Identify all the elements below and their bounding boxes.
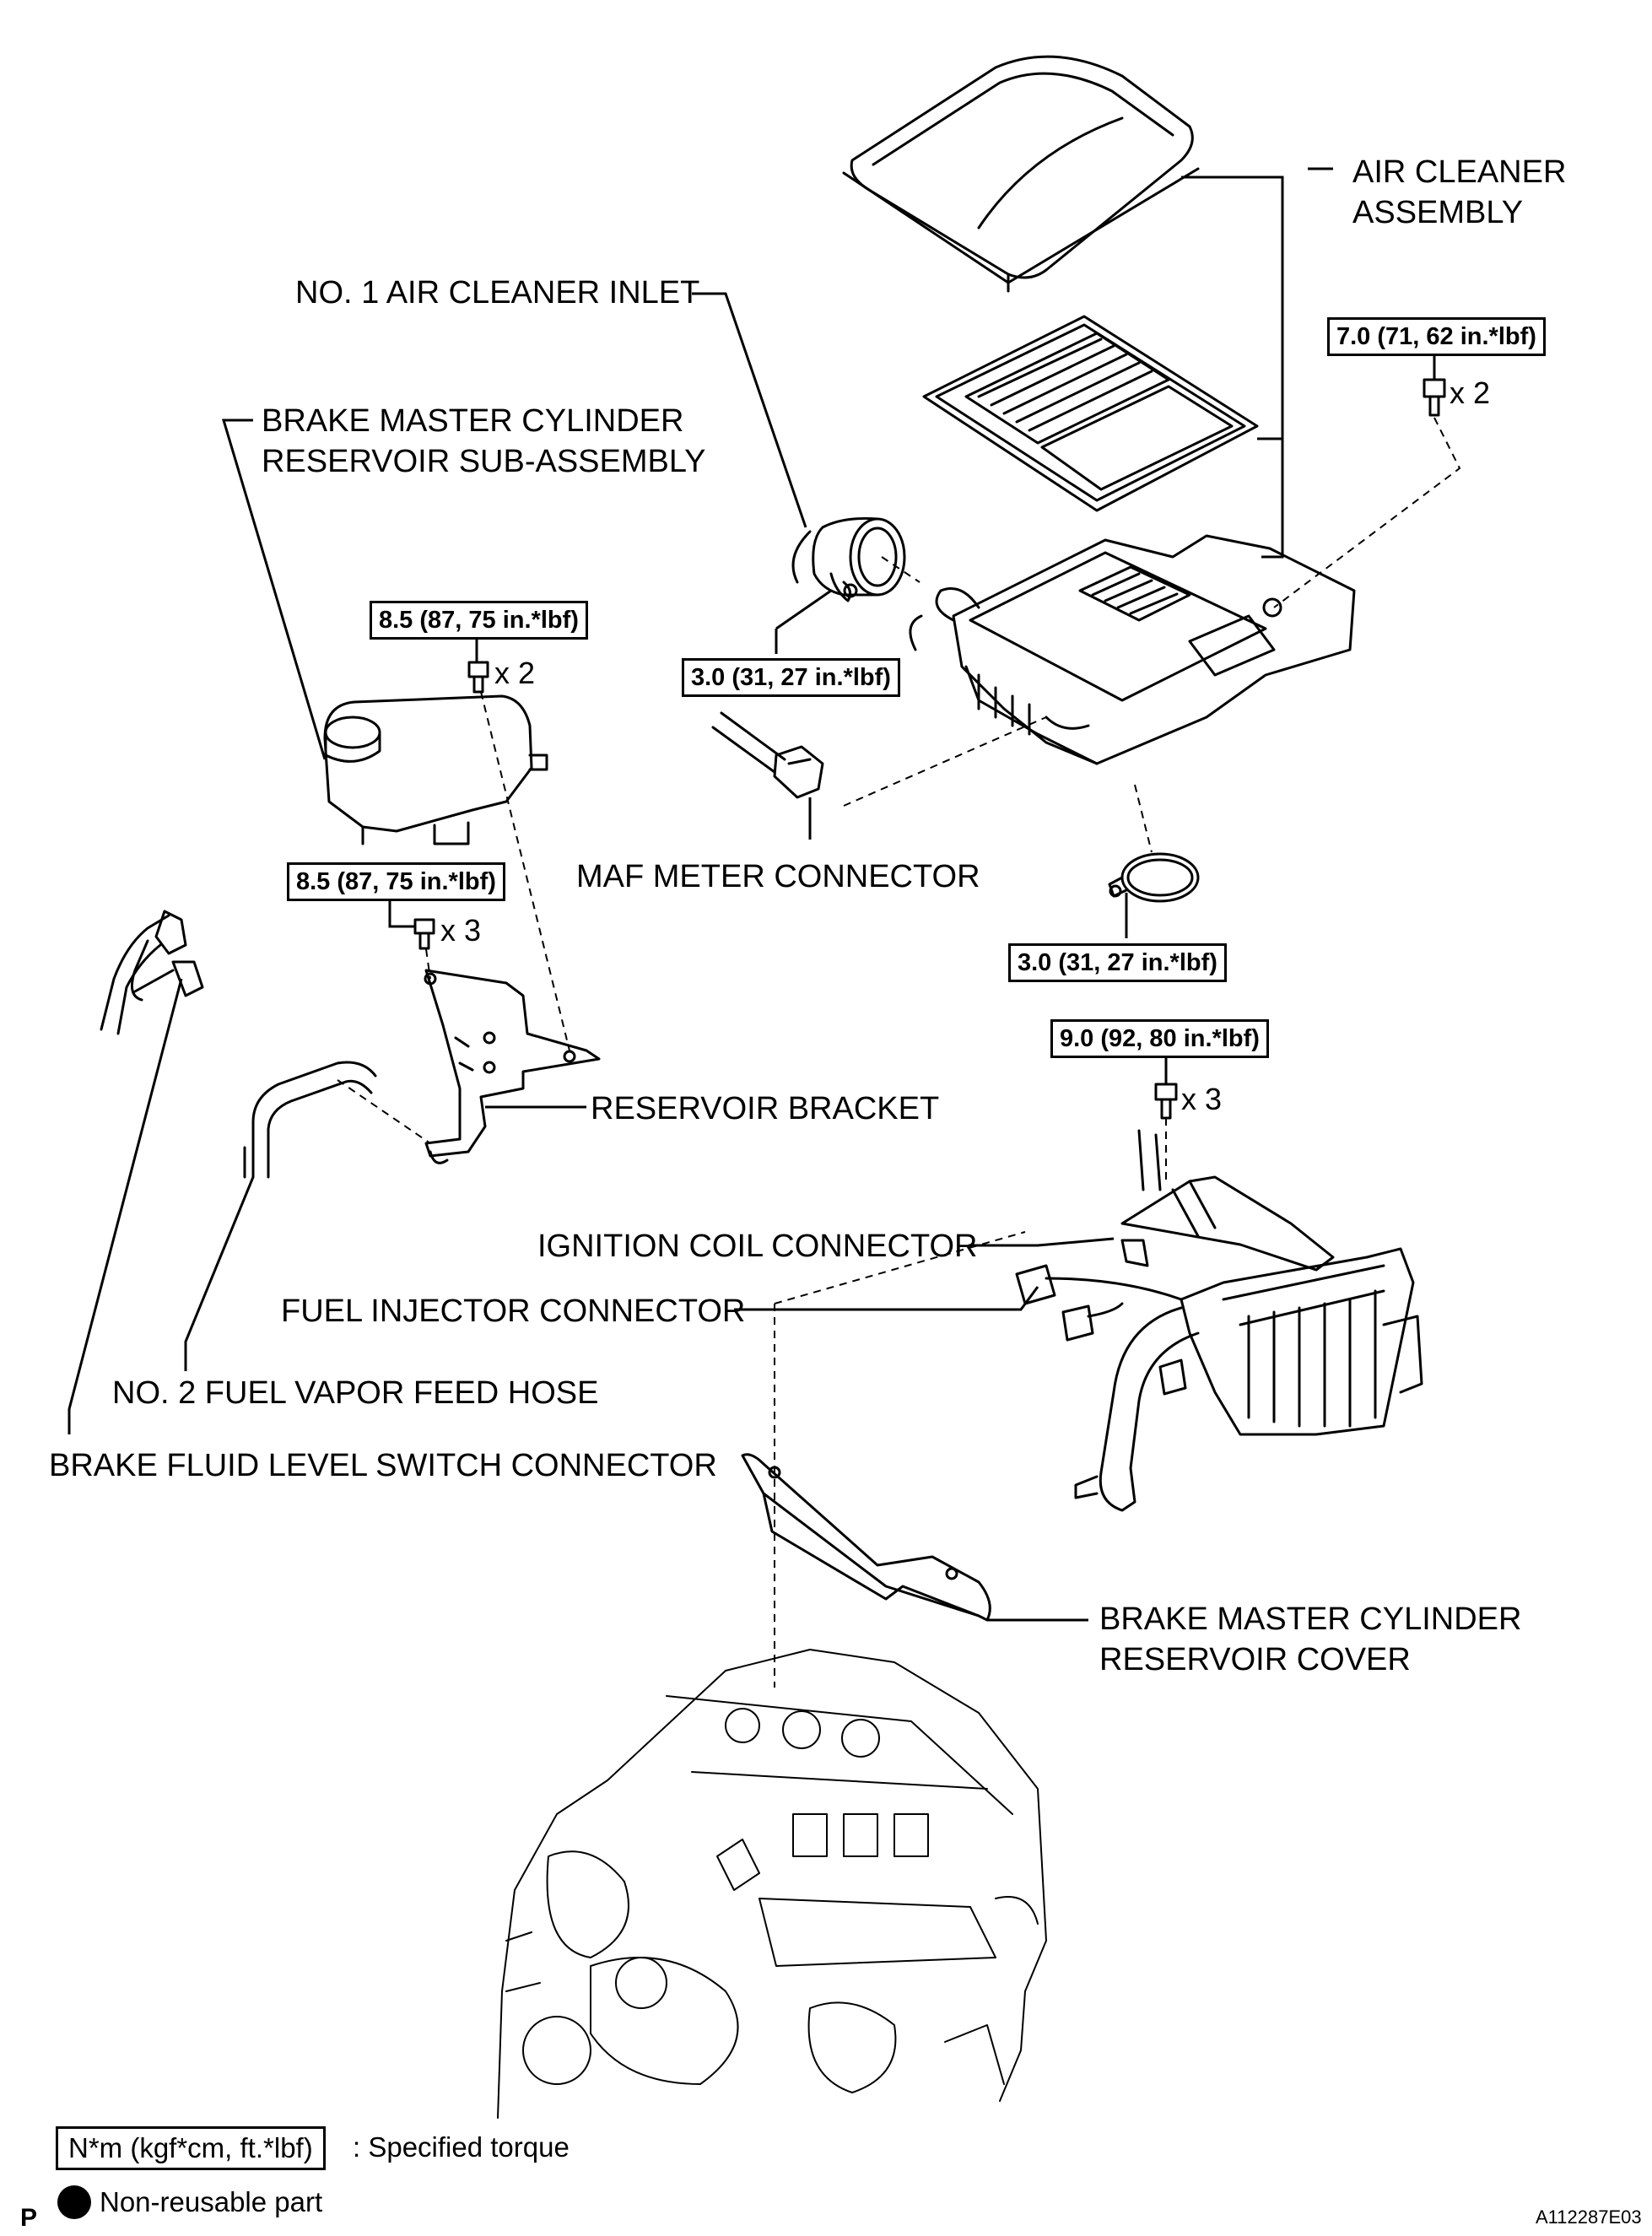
torque-air-cleaner-bolts: 7.0 (71, 62 in.*lbf) [1327,317,1546,356]
qty-wire-harness-bolts: x 3 [1181,1082,1223,1116]
air-cleaner-inlet-hose [791,516,906,602]
legend-non-reusable-text: Non-reusable part [100,2186,323,2217]
air-cleaner-cap [842,55,1200,293]
legend-torque-text: : Specified torque [353,2131,570,2163]
legend-torque-box: N*m (kgf*cm, ft.*lbf) [56,2126,326,2170]
label-maf-meter-connector: MAF METER CONNECTOR [576,859,980,894]
label-no2-fuel-vapor-feed-hose: NO. 2 FUEL VAPOR FEED HOSE [112,1375,599,1411]
label-brake-fluid-level-switch-connector: BRAKE FLUID LEVEL SWITCH CONNECTOR [49,1448,717,1483]
label-no1-air-cleaner-inlet: NO. 1 AIR CLEANER INLET [295,275,700,311]
figure-id: A112287E03 [1536,2206,1642,2228]
maf-connector-harness [711,711,824,799]
page-mark: P [20,2204,38,2232]
torque-wire-harness-bolts: 9.0 (92, 80 in.*lbf) [1050,1019,1269,1058]
air-filter-element [922,315,1259,512]
label-ignition-coil-connector: IGNITION COIL CONNECTOR [537,1229,978,1264]
qty-air-cleaner-bolts: x 2 [1450,375,1491,410]
label-fuel-injector-connector: FUEL INJECTOR CONNECTOR [281,1294,746,1329]
qty-bracket-bolts: x 3 [440,913,482,948]
label-brake-master-cylinder-reservoir-sub-assembly: BRAKE MASTER CYLINDER RESERVOIR SUB-ASSE… [262,403,706,479]
engine [497,1649,1047,2119]
torque-lower-clamp: 3.0 (31, 27 in.*lbf) [1008,943,1227,982]
fuel-vapor-hose [243,1061,377,1179]
leader-lines [67,167,1436,1622]
alignment-lines [337,417,1461,1688]
brake-fluid-switch-harness [100,910,204,1035]
non-reusable-dot-icon [57,2185,91,2219]
air-cleaner-case [909,534,1356,765]
bolts [413,378,1446,1120]
label-brake-master-cylinder-reservoir-cover: BRAKE MASTER CYLINDER RESERVOIR COVER [1099,1601,1522,1677]
torque-reservoir-bolts: 8.5 (87, 75 in.*lbf) [370,601,588,640]
torque-inlet-clamp: 3.0 (31, 27 in.*lbf) [682,658,900,697]
label-reservoir-bracket: RESERVOIR BRACKET [591,1091,940,1126]
reservoir-bracket [424,969,601,1164]
torque-bracket-bolts: 8.5 (87, 75 in.*lbf) [287,862,505,901]
qty-reservoir-bolts: x 2 [494,656,536,690]
label-air-cleaner-assembly: AIR CLEANER ASSEMBLY [1352,154,1567,230]
engine-wire-harness [1015,1129,1423,1512]
lower-hose-clamp [1108,852,1200,903]
brake-reservoir [323,694,548,845]
reservoir-cover [741,1453,991,1622]
